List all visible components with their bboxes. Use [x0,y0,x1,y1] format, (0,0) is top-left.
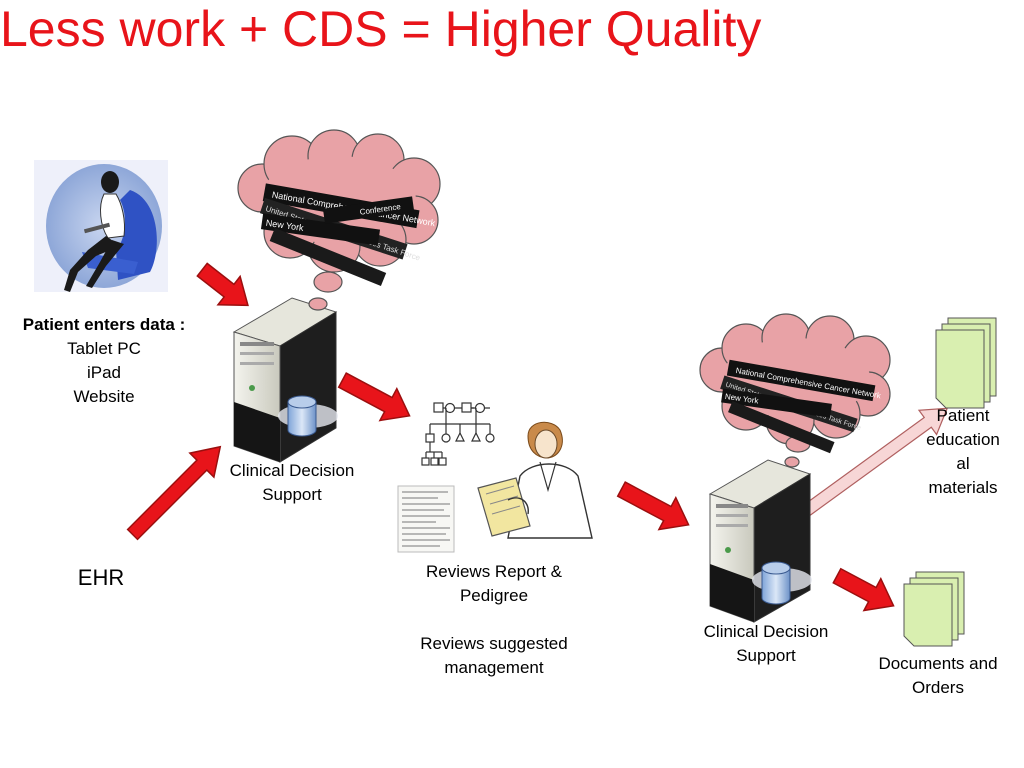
clinician-tasks-label: Reviews Report & Pedigree Reviews sugges… [398,560,590,680]
report-document-icon [397,485,455,553]
ehr-label: EHR [77,565,125,590]
patient-materials-documents-icon [935,317,997,409]
documents-orders-label: Documents and Orders [858,652,1018,700]
patient-channel-tablet: Tablet PC [67,339,141,358]
patient-materials-line4: materials [928,478,998,497]
cds-label-line1: Clinical Decision [229,461,355,480]
clinician-illustration-icon [477,421,593,539]
cds-2-label-line2: Support [736,646,796,665]
arrow-cds-to-documents [832,567,895,612]
guideline-thought-cloud-2: National Comprehensive Cancer Network Un… [699,313,891,468]
cds-label-line2: Support [262,485,322,504]
arrow-clinician-to-cds [616,481,690,531]
patient-channel-ipad: iPad [86,363,122,382]
cds-2-label-line1: Clinical Decision [703,622,829,641]
patient-materials-label: Patient education al materials [912,404,1014,500]
guideline-thought-cloud: National Comprehensive Cancer Network Un… [237,129,441,311]
slide-title: Less work + CDS = Higher Quality [0,1,762,57]
patient-channel-website: Website [73,387,135,406]
clinician-task-line2: Pedigree [459,586,529,605]
patient-data-label: Patient enters data : Tablet PC iPad Web… [0,313,208,409]
pedigree-icon [421,402,495,466]
orders-documents-icon [903,571,965,647]
patient-illustration-icon [34,160,168,292]
patient-data-heading: Patient enters data : [22,315,186,334]
cds-2-label: Clinical Decision Support [686,620,846,668]
patient-materials-line3: al [956,454,970,473]
documents-orders-line2: Orders [912,678,964,697]
arrow-cds-to-patient-materials [798,407,949,519]
cds-server-2-icon [708,459,812,623]
patient-materials-line2: education [926,430,1000,449]
arrow-cds-to-clinician [337,372,411,422]
clinician-task-line4: management [444,658,544,677]
clinician-task-line3: Reviews suggested [420,634,568,653]
clinician-task-line1: Reviews Report & [425,562,563,581]
arrow-ehr-to-cds [126,445,222,541]
cds-label: Clinical Decision Support [212,459,372,507]
patient-materials-line1: Patient [936,406,990,425]
cds-server-icon [232,297,338,463]
documents-orders-line1: Documents and [878,654,998,673]
arrow-patient-to-cds [196,262,249,307]
